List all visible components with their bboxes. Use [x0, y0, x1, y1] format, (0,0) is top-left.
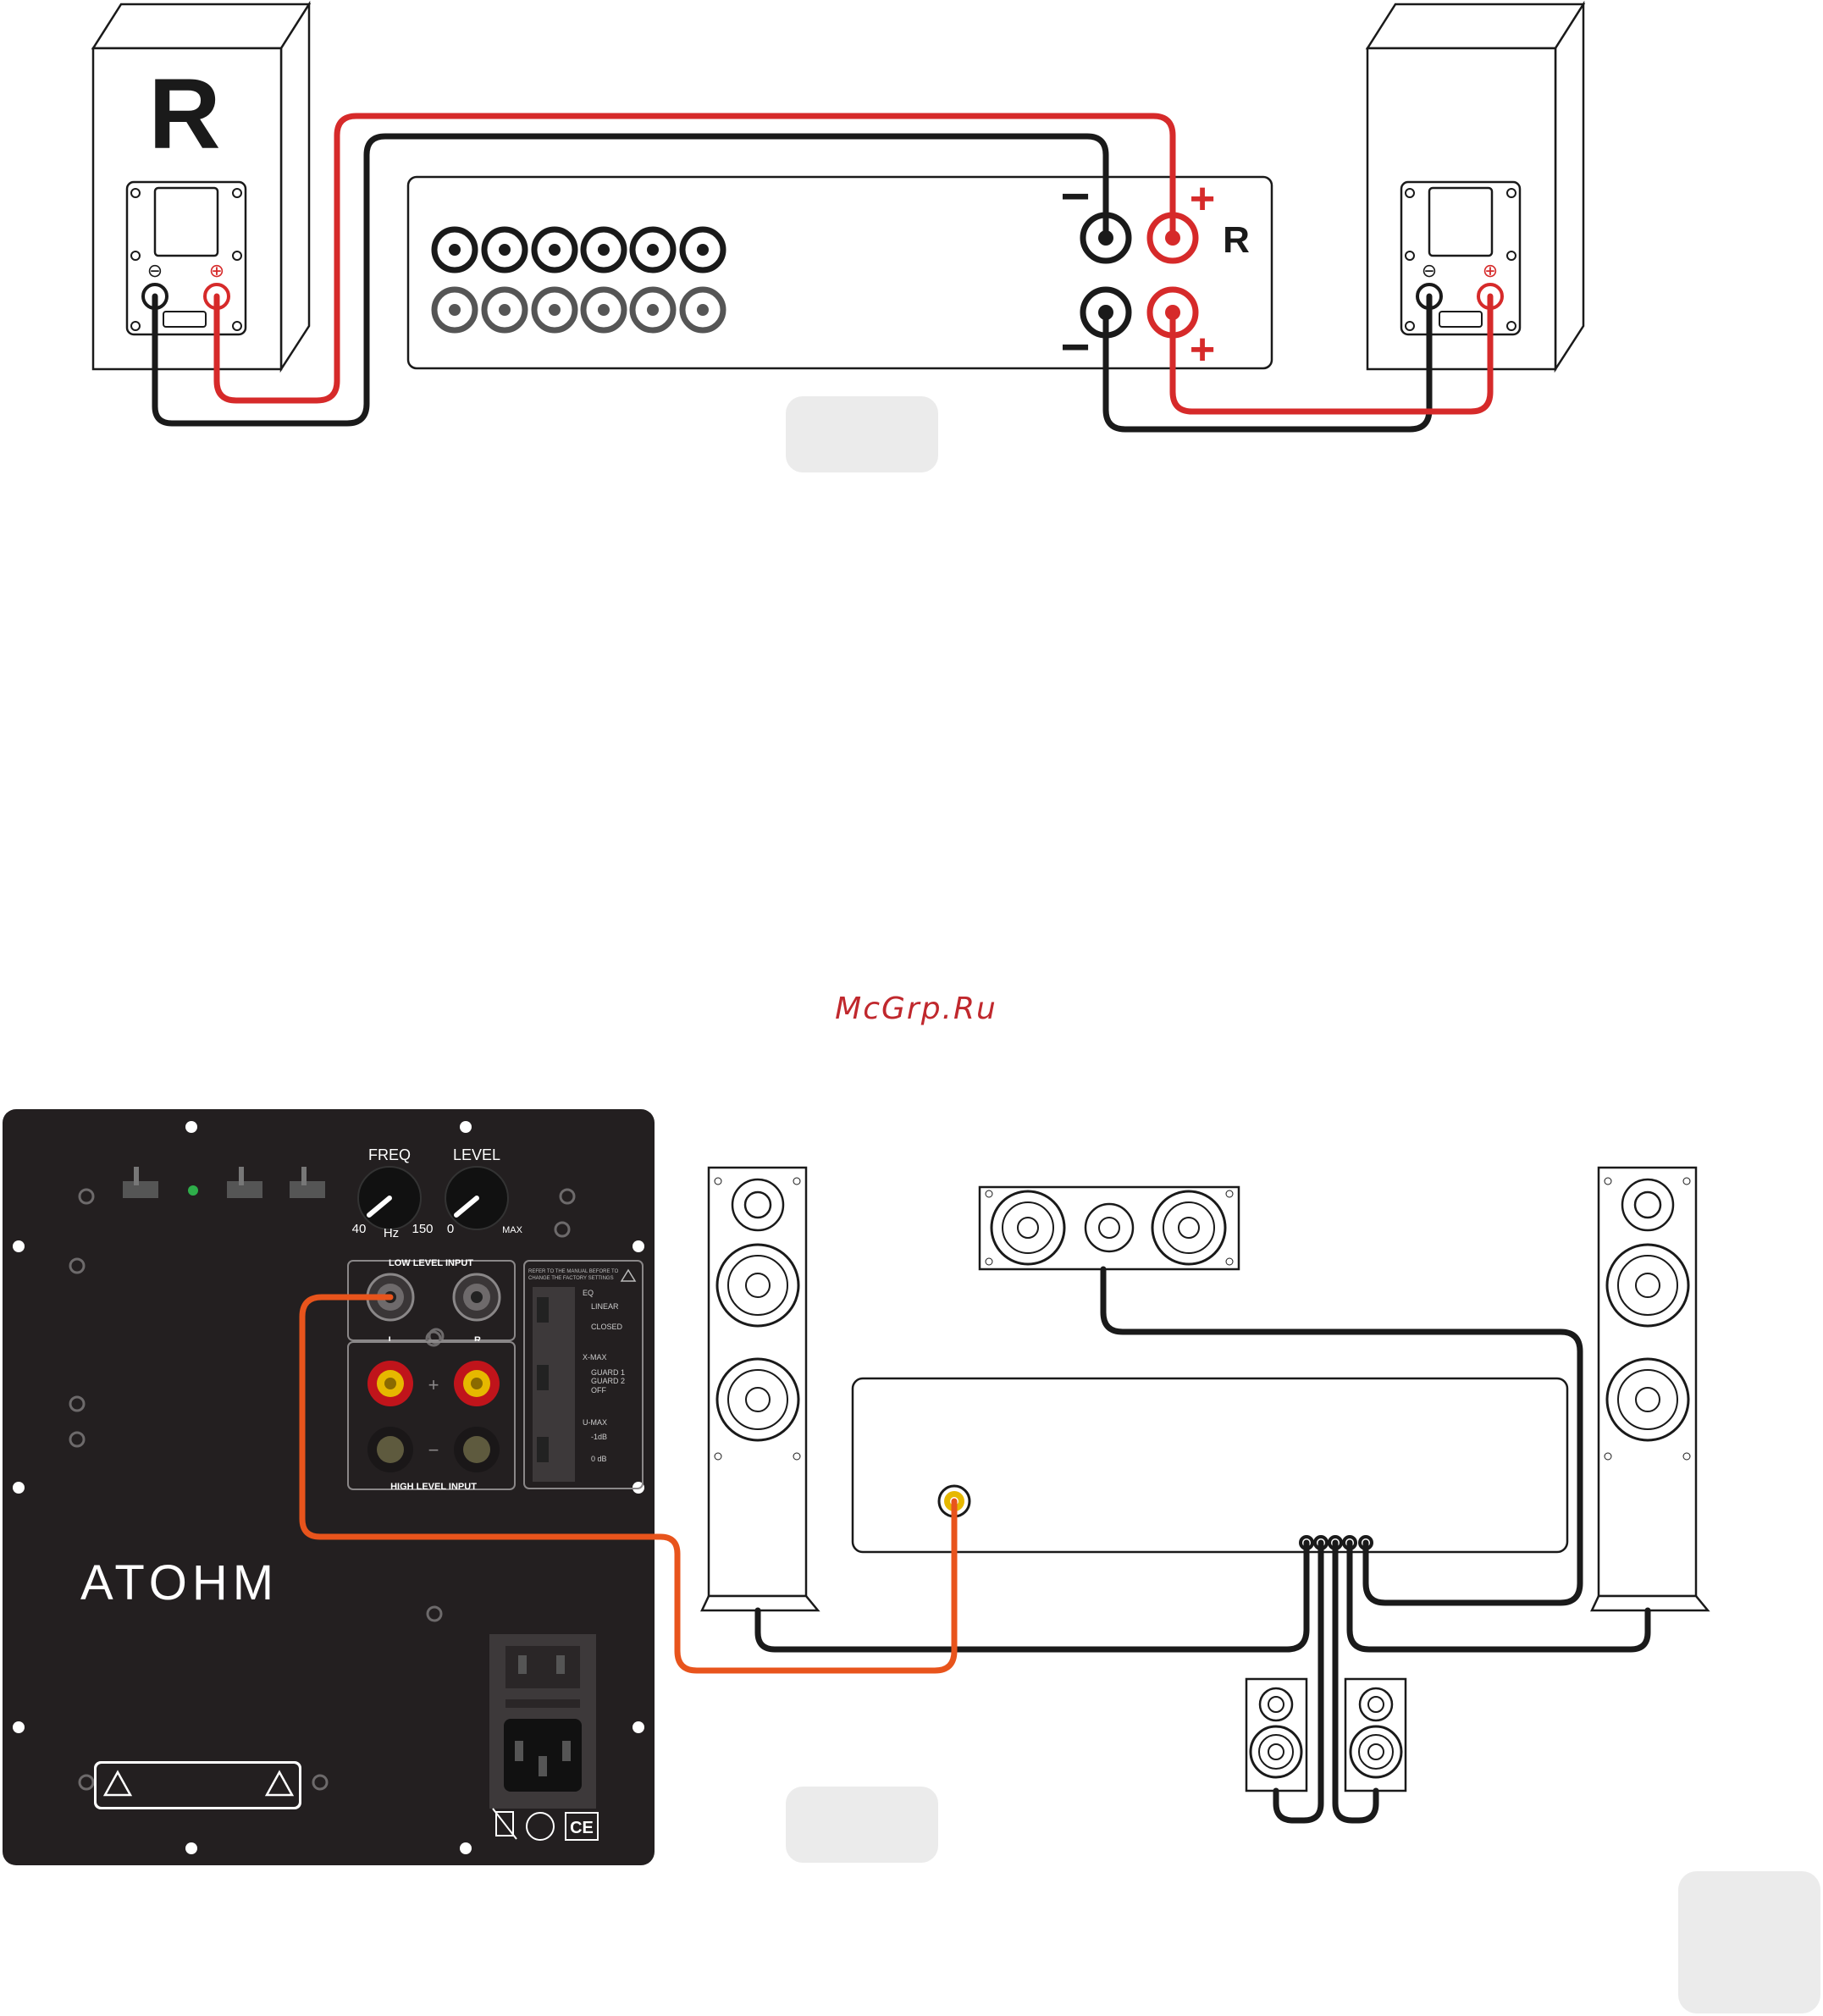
freq-unit: Hz [384, 1226, 399, 1240]
xmax-label: X-MAX [583, 1353, 607, 1361]
level-knob [445, 1167, 508, 1229]
umax-label: U-MAX [583, 1418, 607, 1427]
eq-label: EQ [583, 1289, 594, 1297]
terminal-minus-mark: ⊖ [1422, 260, 1437, 281]
speaker-front-left-tower [702, 1168, 818, 1610]
freq-min: 40 [352, 1222, 367, 1236]
high-level-input-label: HIGH LEVEL INPUT [390, 1482, 477, 1492]
channel-r: R [474, 1335, 481, 1345]
channel-l: L [389, 1335, 395, 1345]
ce-mark: CE [570, 1819, 594, 1837]
power-inlet [489, 1634, 596, 1809]
binding-post-r-positive [454, 1361, 500, 1406]
notice-line2: CHANGE THE FACTORY SETTINGS [528, 1276, 614, 1281]
figure-number-placeholder [786, 1787, 938, 1863]
eq-opt1: LINEAR [591, 1302, 619, 1311]
page-number-placeholder [1678, 1871, 1820, 2013]
high-plus: + [428, 1374, 439, 1395]
warning-label [94, 1761, 301, 1809]
freq-knob [358, 1167, 421, 1229]
power-led [188, 1185, 198, 1196]
speaker-surround-right [1345, 1679, 1406, 1791]
terminal-plus-mark: ⊕ [1483, 260, 1498, 281]
speaker-center [980, 1187, 1239, 1269]
figure-number-placeholder [786, 396, 938, 472]
subwoofer-amp-panel: FREQ LEVEL 40 Hz 150 0 MAX LOW LEVEL INP… [3, 1109, 655, 1865]
amp-plus-top: + [1190, 174, 1215, 224]
amp-channel-label: R [1223, 219, 1250, 261]
umax-opt2: 0 dB [591, 1455, 607, 1463]
top-diagram: R ⊖ ⊕ ⊖ [93, 4, 1583, 472]
terminal-minus-mark: ⊖ [147, 260, 163, 281]
speaker-right-bookshelf: ⊖ ⊕ [1367, 4, 1583, 369]
amplifier-rear: − + R − + [408, 168, 1272, 375]
high-minus: − [428, 1439, 439, 1461]
notice-line1: REFER TO THE MANUAL BEFORE TO [528, 1269, 619, 1274]
watermark-text: McGrp.Ru [835, 991, 997, 1026]
freq-label: FREQ [368, 1146, 411, 1163]
eq-opt2: CLOSED [591, 1323, 623, 1331]
level-max: MAX [502, 1225, 523, 1235]
binding-post-r-negative [454, 1427, 500, 1472]
level-label: LEVEL [453, 1146, 500, 1163]
speaker-surround-left [1246, 1679, 1306, 1791]
amp-plus-bottom: + [1190, 325, 1215, 374]
level-min: 0 [447, 1222, 454, 1236]
terminal-plus-mark: ⊕ [209, 260, 224, 281]
umax-opt1: -1dB [591, 1433, 607, 1441]
freq-max: 150 [412, 1222, 433, 1236]
av-receiver [853, 1378, 1567, 1552]
wire-front-left [758, 1543, 1306, 1649]
amp-minus-bottom: − [1060, 318, 1090, 375]
binding-post-l-positive [367, 1361, 413, 1406]
rca-input-r [454, 1274, 500, 1320]
speaker-left-bookshelf: R ⊖ ⊕ [93, 4, 309, 369]
speaker-front-right-tower [1592, 1168, 1708, 1610]
speaker-label: R [148, 58, 220, 170]
amp-minus-top: − [1060, 168, 1090, 224]
low-level-input-label: LOW LEVEL INPUT [389, 1258, 473, 1268]
binding-post-l-negative [367, 1427, 413, 1472]
xmax-opt3: OFF [591, 1386, 606, 1395]
xmax-opt1: GUARD 1 [591, 1368, 625, 1377]
xmax-opt2: GUARD 2 [591, 1377, 625, 1385]
brand-logo: ATOHM [80, 1555, 279, 1610]
